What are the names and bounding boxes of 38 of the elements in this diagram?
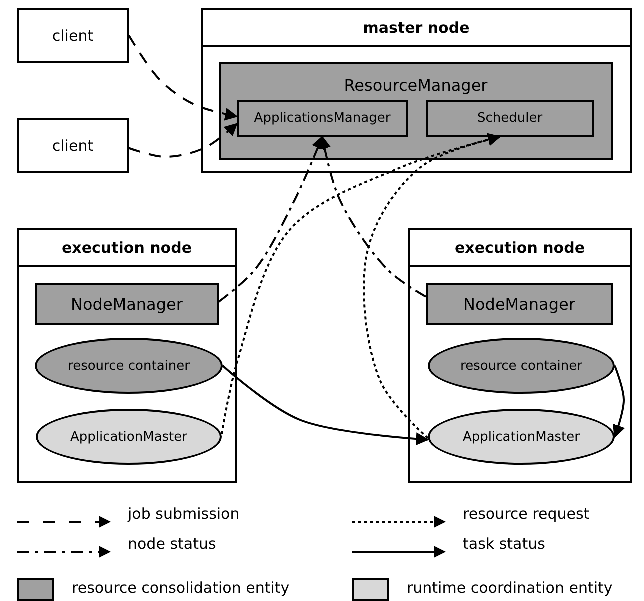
node-label: client [52, 26, 94, 44]
node-label: resource container [68, 358, 190, 374]
arrow [128, 123, 238, 158]
node-label: ApplicationMaster [70, 430, 188, 444]
component-box [219, 62, 613, 160]
node-label: ApplicationsManager [254, 111, 391, 126]
legend-label: node status [128, 535, 216, 553]
node-label: ResourceManager [343, 76, 489, 95]
node-label: client [52, 136, 94, 154]
node-label: ApplicationMaster [462, 430, 580, 444]
node-box [17, 118, 129, 173]
legend-label: job submission [128, 505, 240, 523]
arrow [128, 34, 238, 121]
legend-label: resource consolidation entity [72, 579, 290, 597]
node-label: resource container [460, 358, 582, 374]
legend-label: task status [463, 535, 546, 553]
arrow [222, 365, 430, 446]
container-box [17, 228, 237, 483]
arrow [218, 136, 324, 303]
node-box [35, 283, 219, 325]
arrow [363, 133, 502, 439]
node-box [426, 100, 594, 137]
node-box [237, 100, 408, 137]
legend-label: runtime coordination entity [407, 579, 613, 597]
arrow [318, 136, 426, 298]
arrow [612, 366, 626, 438]
node-title: master node [203, 10, 630, 47]
container-box [201, 8, 632, 173]
container-box [408, 228, 632, 483]
legend-label: resource request [463, 505, 590, 523]
node-label: Scheduler [477, 111, 543, 126]
node-box [17, 8, 129, 63]
arrow [221, 134, 502, 434]
node-title: execution node [410, 230, 630, 267]
node-label: NodeManager [464, 294, 576, 314]
node-title: execution node [19, 230, 235, 267]
node-label: NodeManager [71, 294, 183, 314]
node-box [426, 283, 613, 325]
